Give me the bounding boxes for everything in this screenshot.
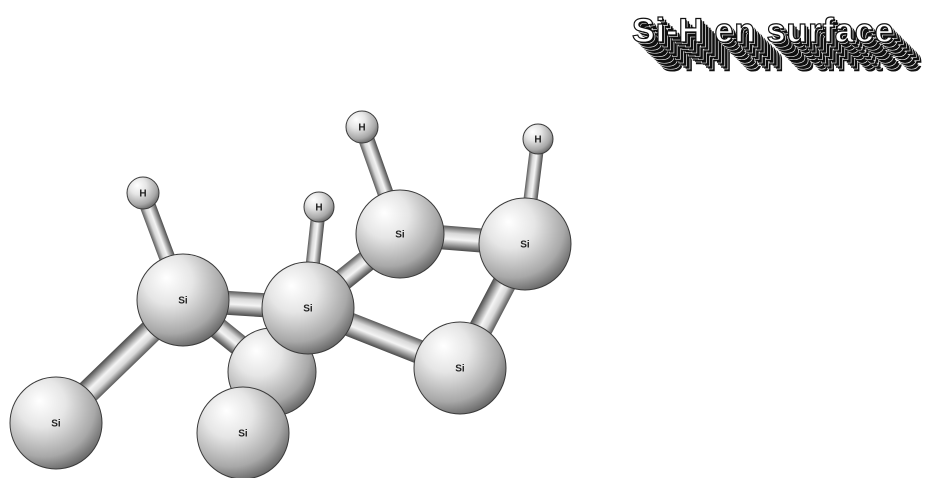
silicon-atom: Si: [196, 386, 290, 478]
page-title: Si-H en surface: [632, 12, 895, 50]
atom-sphere: [9, 376, 103, 470]
title-shadow-layer: Si-H en surface: [658, 38, 921, 76]
title-shadow-layer: Si-H en surface: [637, 17, 900, 55]
title-shadow-layer: Si-H en surface: [656, 36, 919, 74]
atom-sphere: [196, 386, 290, 478]
atom-label: Si: [395, 230, 405, 241]
silicon-atom: Si: [413, 321, 507, 415]
silicon-atom: Si: [9, 376, 103, 470]
title-shadow-layer: Si-H en surface: [643, 23, 906, 61]
silicon-atom: Si: [261, 261, 355, 355]
atom-sphere: [413, 321, 507, 415]
atom-label: H: [358, 123, 365, 134]
hydrogen-atom: H: [522, 123, 554, 155]
title-shadow-layer: Si-H en surface: [659, 39, 922, 77]
title-shadow-layer: Si-H en surface: [642, 22, 905, 60]
title-shadow-layer: Si-H en surface: [654, 34, 917, 72]
hydrogen-atom: H: [126, 176, 160, 210]
title-shadow-layer: Si-H en surface: [645, 25, 908, 63]
hydrogen-atom: H: [303, 191, 335, 223]
atom-label: Si: [178, 296, 188, 307]
atom-sphere: [261, 261, 355, 355]
title-shadow-layer: Si-H en surface: [661, 41, 924, 79]
title-shadow-layer: Si-H en surface: [634, 14, 897, 52]
silicon-atom: Si: [478, 197, 572, 291]
atom-sphere: [522, 123, 554, 155]
title-shadow-layer: Si-H en surface: [640, 20, 903, 58]
atom-sphere: [303, 191, 335, 223]
atom-label: H: [139, 189, 146, 200]
title-shadow-layer: Si-H en surface: [650, 30, 913, 68]
atom-sphere: [345, 110, 379, 144]
atom-label: Si: [520, 240, 530, 251]
title-shadow-layer: Si-H en surface: [638, 18, 901, 56]
atom-label: Si: [455, 364, 465, 375]
silicon-atom: Si: [355, 189, 445, 279]
title-shadow-layer: Si-H en surface: [653, 33, 916, 71]
atom-sphere: [478, 197, 572, 291]
atom-sphere: [136, 253, 230, 347]
atom-label: Si: [303, 304, 313, 315]
silicon-atom: Si: [136, 253, 230, 347]
atom-label: H: [534, 135, 541, 146]
atom-label: Si: [51, 419, 61, 430]
title-shadow-layer: Si-H en surface: [635, 15, 898, 53]
atom-label: H: [315, 203, 322, 214]
title-shadow-layer: Si-H en surface: [651, 31, 914, 69]
hydrogen-atom: H: [345, 110, 379, 144]
atom-label: Si: [238, 429, 248, 440]
atom-sphere: [126, 176, 160, 210]
title-shadow-layer: Si-H en surface: [646, 26, 909, 64]
title-shadow-layer: Si-H en surface: [648, 28, 911, 66]
atom-sphere: [355, 189, 445, 279]
